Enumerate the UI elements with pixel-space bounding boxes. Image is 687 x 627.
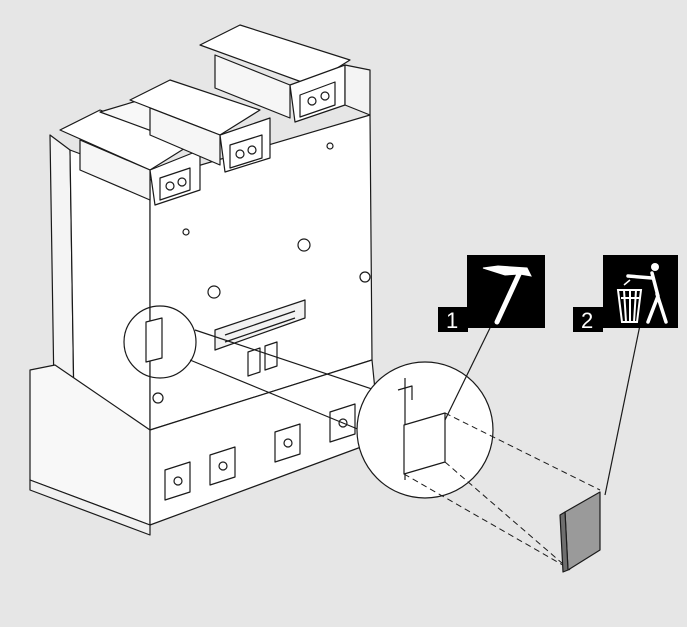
- detail-circle-small: [123, 305, 197, 379]
- terminal-housing: [199, 24, 371, 123]
- dispose-trash-icon: [616, 263, 668, 324]
- step-2-badge: [573, 307, 603, 332]
- terminal-housing: [129, 79, 271, 173]
- side-cover-plate: [145, 317, 163, 363]
- screw: [359, 271, 371, 283]
- step-2-group: 2: [573, 255, 678, 333]
- screw: [297, 238, 311, 252]
- step-2-number: 2: [581, 308, 593, 333]
- screw: [207, 285, 221, 299]
- removed-cover-plate: [559, 491, 601, 573]
- circuit-breaker: [29, 24, 381, 536]
- screw: [326, 142, 334, 150]
- step-1-badge: [438, 307, 468, 332]
- hammer-tile: [467, 255, 545, 328]
- hammer-icon: [482, 265, 532, 325]
- step-1-number: 1: [446, 308, 458, 333]
- screw: [182, 228, 190, 236]
- handle-slot: [214, 299, 306, 377]
- magnified-detail: [356, 361, 494, 499]
- screw: [152, 392, 164, 404]
- step-1-group: 1: [438, 255, 545, 333]
